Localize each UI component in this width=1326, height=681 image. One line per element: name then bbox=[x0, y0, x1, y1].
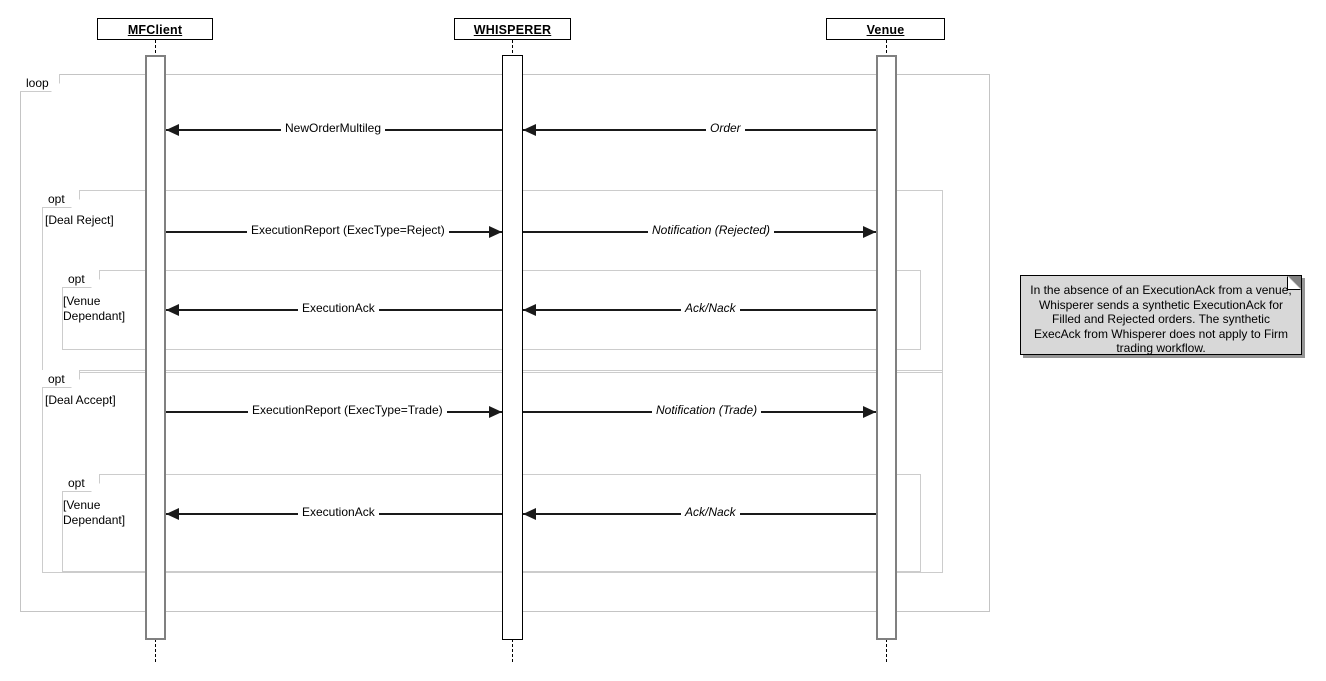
activation-bar-mfclient bbox=[145, 55, 166, 640]
message-label-executionreport-trade: ExecutionReport (ExecType=Trade) bbox=[248, 404, 447, 417]
participant-venue[interactable]: Venue bbox=[826, 18, 945, 40]
message-label-executionreport-reject: ExecutionReport (ExecType=Reject) bbox=[247, 224, 449, 237]
message-label-acknack-1: Ack/Nack bbox=[681, 302, 740, 315]
fragment-opt-venue-dependant-1-box bbox=[62, 270, 921, 350]
participant-whisperer-label: WHISPERER bbox=[473, 23, 552, 37]
fragment-opt-venue-dependant-1-guard: [Venue Dependant] bbox=[63, 294, 126, 323]
message-arrowhead-notification-trade bbox=[863, 406, 876, 418]
fragment-opt-venue-dependant-1-tab: opt bbox=[62, 270, 100, 288]
message-label-acknack-2: Ack/Nack bbox=[681, 506, 740, 519]
fragment-opt-deal-accept-box bbox=[42, 370, 943, 573]
message-arrowhead-executionack-1 bbox=[166, 304, 179, 316]
participant-whisperer[interactable]: WHISPERER bbox=[454, 18, 571, 40]
activation-bar-venue bbox=[876, 55, 897, 640]
fragment-opt-deal-accept-tab: opt bbox=[42, 370, 80, 388]
fragment-opt-deal-reject-tab: opt bbox=[42, 190, 80, 208]
fragment-opt-venue-dependant-1-operator: opt bbox=[68, 272, 85, 286]
message-arrowhead-notification-rejected bbox=[863, 226, 876, 238]
message-arrowhead-acknack-1 bbox=[523, 304, 536, 316]
message-label-newordermultileg: NewOrderMultileg bbox=[281, 122, 386, 135]
message-label-executionack-2: ExecutionAck bbox=[298, 506, 379, 519]
message-arrowhead-acknack-2 bbox=[523, 508, 536, 520]
fragment-opt-deal-accept-operator: opt bbox=[48, 372, 65, 386]
fragment-opt-venue-dependant-2-guard: [Venue Dependant] bbox=[63, 498, 126, 527]
message-arrowhead-order bbox=[523, 124, 536, 136]
message-arrowhead-newordermultileg bbox=[166, 124, 179, 136]
participant-venue-label: Venue bbox=[866, 23, 905, 37]
message-arrowhead-executionack-2 bbox=[166, 508, 179, 520]
fragment-opt-venue-dependant-2-box bbox=[62, 474, 921, 572]
note-synthetic-execack: In the absence of an ExecutionAck from a… bbox=[1020, 275, 1302, 355]
message-label-executionack-1: ExecutionAck bbox=[298, 302, 379, 315]
message-label-notification-rejected: Notification (Rejected) bbox=[648, 224, 775, 237]
fragment-opt-deal-reject-operator: opt bbox=[48, 192, 65, 206]
participant-mfclient-label: MFClient bbox=[127, 23, 183, 37]
fragment-opt-venue-dependant-2-tab: opt bbox=[62, 474, 100, 492]
fragment-loop-operator: loop bbox=[26, 76, 49, 90]
fragment-loop-tab: loop bbox=[20, 74, 60, 92]
message-label-notification-trade: Notification (Trade) bbox=[652, 404, 762, 417]
message-line-order bbox=[523, 129, 876, 131]
fragment-opt-venue-dependant-2-operator: opt bbox=[68, 476, 85, 490]
note-text: In the absence of an ExecutionAck from a… bbox=[1030, 283, 1292, 355]
fragment-opt-deal-accept-guard: [Deal Accept] bbox=[45, 393, 116, 407]
message-arrowhead-executionreport-trade bbox=[489, 406, 502, 418]
activation-bar-whisperer bbox=[502, 55, 523, 640]
message-arrowhead-executionreport-reject bbox=[489, 226, 502, 238]
fragment-opt-deal-reject-box bbox=[42, 190, 943, 373]
fragment-opt-deal-reject-guard: [Deal Reject] bbox=[45, 213, 114, 227]
participant-mfclient[interactable]: MFClient bbox=[97, 18, 213, 40]
message-label-order: Order bbox=[706, 122, 745, 135]
